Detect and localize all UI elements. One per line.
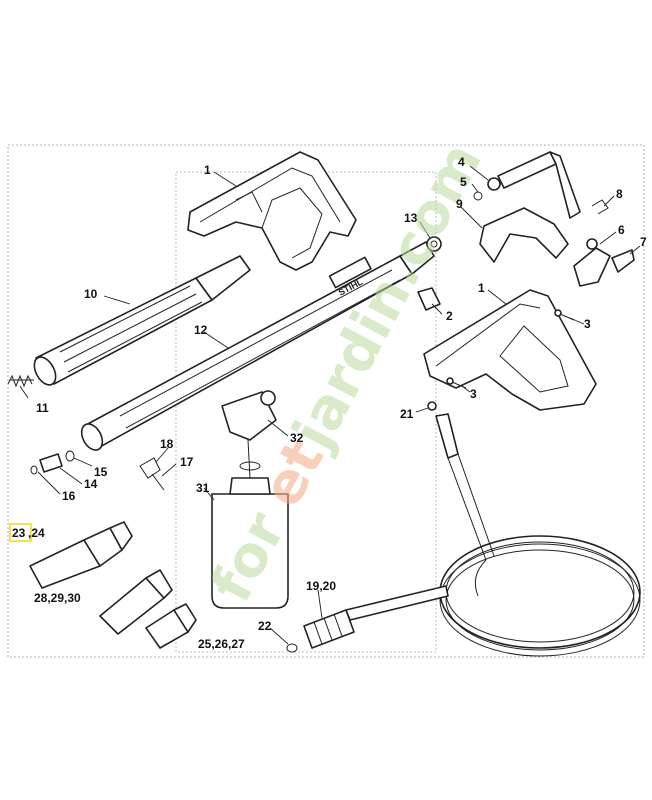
assembly-group-frame: [175, 171, 437, 653]
label-4[interactable]: 4: [458, 155, 465, 169]
part-labels[interactable]: 1 10 12 11 13 2 4 5 9 8 6 7 1 3 3 21 32 …: [12, 155, 647, 651]
label-1-top[interactable]: 1: [204, 163, 211, 177]
spring-11: [7, 374, 34, 388]
leader-lines: [19, 165, 641, 645]
label-2[interactable]: 2: [446, 309, 453, 323]
label-10[interactable]: 10: [84, 287, 98, 301]
label-25-26-27[interactable]: 25,26,27: [198, 637, 245, 651]
label-18[interactable]: 18: [160, 437, 174, 451]
label-6[interactable]: 6: [618, 223, 625, 237]
wire-clip-8: [591, 199, 609, 215]
hose-connector-21: [427, 401, 495, 561]
coupling-19-20: [303, 609, 355, 649]
label-19-20[interactable]: 19,20: [306, 579, 336, 593]
label-15[interactable]: 15: [94, 465, 108, 479]
lance-12: STIHL: [80, 241, 435, 451]
foam-nozzle-32: [221, 390, 277, 441]
label-16[interactable]: 16: [62, 489, 76, 503]
hose-tube-4: [487, 151, 581, 219]
pin-17: [151, 473, 165, 491]
label-21[interactable]: 21: [400, 407, 414, 421]
clip-18: [139, 457, 161, 479]
label-32[interactable]: 32: [290, 431, 304, 445]
label-13[interactable]: 13: [404, 211, 418, 225]
nipple-7: [611, 249, 635, 273]
label-9[interactable]: 9: [456, 197, 463, 211]
label-8[interactable]: 8: [616, 187, 623, 201]
highlight-box-23: [9, 523, 32, 542]
nut-13: [426, 236, 442, 252]
nozzle-23-24: [29, 521, 133, 589]
label-17[interactable]: 17: [180, 455, 194, 469]
nozzle-25-27: [145, 603, 197, 649]
valve-6: [573, 238, 611, 287]
diagram-frame: [7, 144, 645, 658]
label-5[interactable]: 5: [460, 175, 467, 189]
handle-right: [423, 289, 597, 411]
hose-coil: [345, 535, 641, 657]
label-3-upper[interactable]: 3: [584, 317, 591, 331]
trigger-handle-top: [187, 151, 357, 271]
label-12[interactable]: 12: [194, 323, 208, 337]
nozzle-28-30: [99, 569, 173, 635]
o-ring-15: [65, 450, 75, 462]
label-22[interactable]: 22: [258, 619, 272, 633]
label-24[interactable]: ,24: [28, 526, 45, 540]
washer-16: [30, 465, 38, 475]
label-31[interactable]: 31: [196, 481, 210, 495]
o-ring-22: [286, 643, 298, 653]
label-11[interactable]: 11: [36, 401, 49, 415]
label-28-29-30[interactable]: 28,29,30: [34, 591, 81, 605]
cover-9: [479, 207, 569, 263]
clip-2: [417, 287, 441, 311]
label-1-right[interactable]: 1: [478, 281, 485, 295]
lance-tube-10: [33, 255, 251, 386]
label-3-lower[interactable]: 3: [470, 387, 477, 401]
nipple-14: [39, 453, 63, 473]
label-23[interactable]: 23: [12, 526, 26, 540]
screw-3-upper: [554, 309, 575, 321]
label-7[interactable]: 7: [640, 235, 647, 249]
detergent-bottle-31: [211, 439, 289, 609]
label-14[interactable]: 14: [84, 477, 98, 491]
